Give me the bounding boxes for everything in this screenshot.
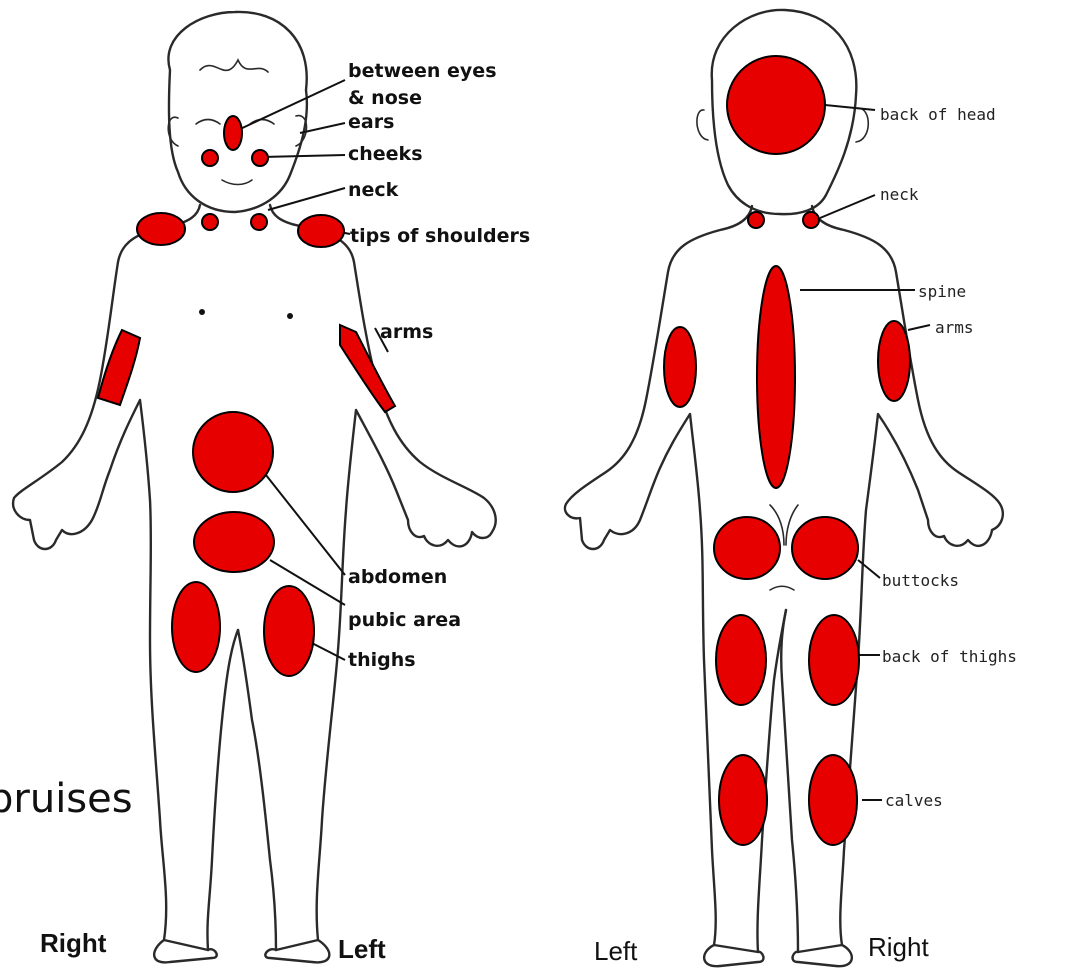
label-front-right: Right <box>40 928 107 958</box>
label-back-right: Right <box>868 932 929 962</box>
spot-neck-right <box>202 214 218 230</box>
spot-cheek-left <box>252 150 268 166</box>
spot-thigh-left <box>264 586 314 676</box>
label-buttocks: buttocks <box>882 571 959 590</box>
spot-shoulder-left <box>298 215 344 247</box>
label-cheeks: cheeks <box>348 143 423 165</box>
spot-arm-right <box>98 330 140 405</box>
spot-back-arm-left <box>664 327 696 407</box>
label-tips-of-shoulders: tips of shoulders <box>350 225 530 247</box>
spot-buttock-right <box>792 517 858 579</box>
label-back-of-head: back of head <box>880 105 996 124</box>
side-labels: Right Left Left Right <box>40 928 929 966</box>
spot-spine <box>757 266 795 488</box>
spot-back-thigh-left <box>716 615 766 705</box>
spot-back-arm-right <box>878 321 910 401</box>
label-neck: neck <box>348 179 399 201</box>
label-arms: arms <box>380 321 433 343</box>
spot-back-of-head <box>727 56 825 154</box>
label-between-eyes: between eyes <box>348 60 497 82</box>
spot-calf-left <box>719 755 767 845</box>
spot-between-eyes <box>224 116 242 150</box>
spot-neck-left <box>251 214 267 230</box>
label-back-left: Left <box>594 936 638 966</box>
label-back-arms: arms <box>935 318 974 337</box>
caption-bruises: bruises <box>0 776 133 822</box>
label-pubic-area: pubic area <box>348 609 461 631</box>
label-front-left: Left <box>338 934 386 964</box>
label-thighs: thighs <box>348 649 416 671</box>
label-calves: calves <box>885 791 943 810</box>
label-spine: spine <box>918 282 966 301</box>
spot-pubic-area <box>194 512 274 572</box>
spot-buttock-left <box>714 517 780 579</box>
label-ears: ears <box>348 111 394 133</box>
spot-back-neck-left <box>748 212 764 228</box>
label-nose: & nose <box>348 87 422 109</box>
spot-back-thigh-right <box>809 615 859 705</box>
spot-thigh-right <box>172 582 220 672</box>
spot-cheek-right <box>202 150 218 166</box>
spot-abdomen <box>193 412 273 492</box>
label-back-neck: neck <box>880 185 919 204</box>
back-labels: back of head neck spine arms buttocks ba… <box>880 105 1017 810</box>
label-back-of-thighs: back of thighs <box>882 647 1017 666</box>
spot-back-neck-right <box>803 212 819 228</box>
spot-shoulder-right <box>137 213 185 245</box>
spot-calf-right <box>809 755 857 845</box>
front-labels: between eyes & nose ears cheeks neck tip… <box>348 60 530 671</box>
label-abdomen: abdomen <box>348 566 447 588</box>
